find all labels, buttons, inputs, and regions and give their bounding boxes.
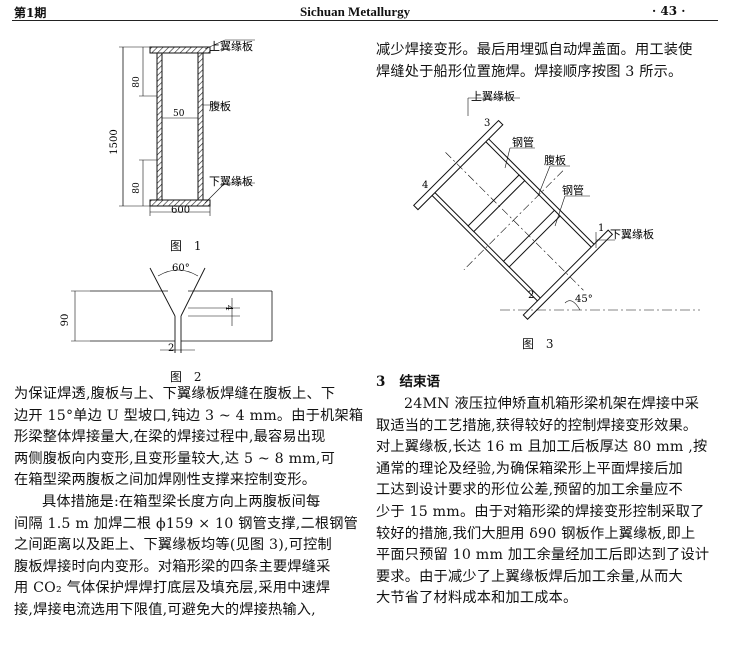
text-line: 两侧腹板向内变形,且变形量较大,达 5 ~ 8 mm,可 — [14, 450, 336, 467]
page-number: · 43 · — [652, 4, 686, 18]
figure-3-caption: 图 3 — [522, 337, 558, 351]
weld-number-3: 3 — [484, 118, 490, 129]
figure-2-caption: 图 2 — [170, 370, 206, 384]
left-column-text: 为保证焊透,腹板与上、下翼缘板焊缝在腹板上、下 边开 15°单边 U 型坡口,钝… — [14, 384, 363, 622]
dim-height: 1500 — [109, 129, 120, 154]
figure-1-caption: 图 1 — [170, 239, 206, 253]
journal-name: Sichuan Metallurgy — [300, 4, 411, 19]
text-line: 大节省了材料成本和加工成本。 — [376, 590, 578, 607]
text-line: 平面只预留 10 mm 加工余量经加工后即达到了设计 — [376, 547, 710, 564]
label-bottom-flange: 下翼缘板 — [209, 174, 253, 188]
right-web-plate — [197, 52, 204, 201]
text-line: 用 CO₂ 气体保护焊焊打底层及填充层,采用中速焊 — [14, 580, 331, 597]
text-line: 工达到设计要求的形位公差,预留的加工余量应不 — [376, 482, 683, 499]
text-line: 焊缝处于船形位置施焊。焊接顺序按图 3 所示。 — [376, 63, 683, 80]
dim-gap: 2 — [168, 343, 174, 354]
text-line: 边开 15°单边 U 型坡口,钝边 3 ~ 4 mm。由于机架箱 — [14, 407, 364, 424]
text-line: 较好的措施,我们大胆用 δ90 钢板作上翼缘板,即上 — [376, 525, 696, 542]
text-line: 24MN 液压拉伸矫直机箱形梁机架在焊接中采 — [404, 396, 700, 412]
dim-bottom-thickness: 80 — [132, 182, 142, 194]
text-line: 为保证焊透,腹板与上、下翼缘板焊缝在腹板上、下 — [14, 386, 336, 402]
right-column-text: 24MN 液压拉伸矫直机箱形梁机架在焊接中采 取适当的工艺措施,获得较好的控制焊… — [376, 394, 709, 610]
label-top-flange: 上翼缘板 — [471, 89, 515, 103]
label-top-flange: 上翼缘板 — [209, 39, 253, 53]
top-flange-plate — [149, 46, 211, 54]
label-bottom-flange: 下翼缘板 — [610, 227, 654, 241]
left-web-plate — [156, 52, 163, 201]
weld-number-4: 4 — [422, 180, 428, 191]
label-pipe-2: 钢管 — [562, 183, 584, 197]
text-line: 之间距离以及距上、下翼缘板均等(见图 3),可控制 — [14, 537, 332, 554]
figure-2-groove-detail: 60° 90 4 2 — [60, 263, 273, 354]
text-line: 取适当的工艺措施,获得较好的控制焊接变形效果。 — [376, 417, 698, 434]
dim-top-thickness: 80 — [132, 76, 142, 88]
label-web: 腹板 — [209, 99, 231, 113]
text-line: 接,焊接电流选用下限值,可避免大的焊接热输入, — [14, 601, 316, 618]
figure-1-box-beam-section: 1500 80 80 50 600 上翼缘板 腹板 下翼缘板 — [109, 39, 255, 216]
text-line: 通常的理论及经验,为确保箱梁形上平面焊接后加 — [376, 460, 683, 477]
dim-angle: 60° — [172, 263, 190, 274]
dim-blunt: 4 — [223, 305, 233, 311]
dim-height: 90 — [60, 314, 71, 327]
angle-label: 45° — [575, 294, 593, 305]
text-line: 对上翼缘板,长达 16 m 且加工后板厚达 80 mm ,按 — [376, 439, 708, 456]
weld-number-2: 2 — [528, 290, 534, 301]
text-line: 在箱型梁两腹板之间加焊刚性支撑来控制变形。 — [14, 472, 317, 489]
text-line: 腹板焊接时向内变形。对箱形梁的四条主要焊缝采 — [14, 558, 331, 575]
bottom-flange-plate — [149, 199, 211, 207]
text-line: 间隔 1.5 m 加焊二根 ϕ159 × 10 钢管支撑,二根钢管 — [14, 515, 359, 532]
dim-width: 600 — [171, 205, 190, 216]
text-line: 少于 15 mm。由于对箱形梁的焊接变形控制采取了 — [376, 503, 705, 520]
weld-number-1: 1 — [598, 223, 604, 234]
figure-3-welding-sequence: 45° 上翼缘板 钢管 腹板 钢管 下翼缘板 1 2 3 4 — [413, 89, 700, 320]
header-rule — [12, 20, 718, 21]
text-line: 形梁整体焊接量大,在梁的焊接过程中,最容易出现 — [14, 429, 326, 446]
label-pipe-1: 钢管 — [512, 135, 534, 149]
text-line: 减少焊接变形。最后用埋弧自动焊盖面。用工装使 — [376, 42, 693, 58]
text-line: 要求。由于减少了上翼缘板焊后加工余量,从而大 — [376, 568, 683, 585]
dim-web-thickness: 50 — [173, 109, 185, 119]
right-column-top-text: 减少焊接变形。最后用埋弧自动焊盖面。用工装使 焊缝处于船形位置施焊。焊接顺序按图… — [376, 40, 693, 83]
text-line: 具体措施是:在箱型梁长度方向上两腹板间每 — [42, 493, 321, 510]
issue-label: 第1期 — [14, 6, 47, 20]
label-web: 腹板 — [544, 153, 566, 167]
section-heading: 3 结束语 — [376, 374, 440, 390]
